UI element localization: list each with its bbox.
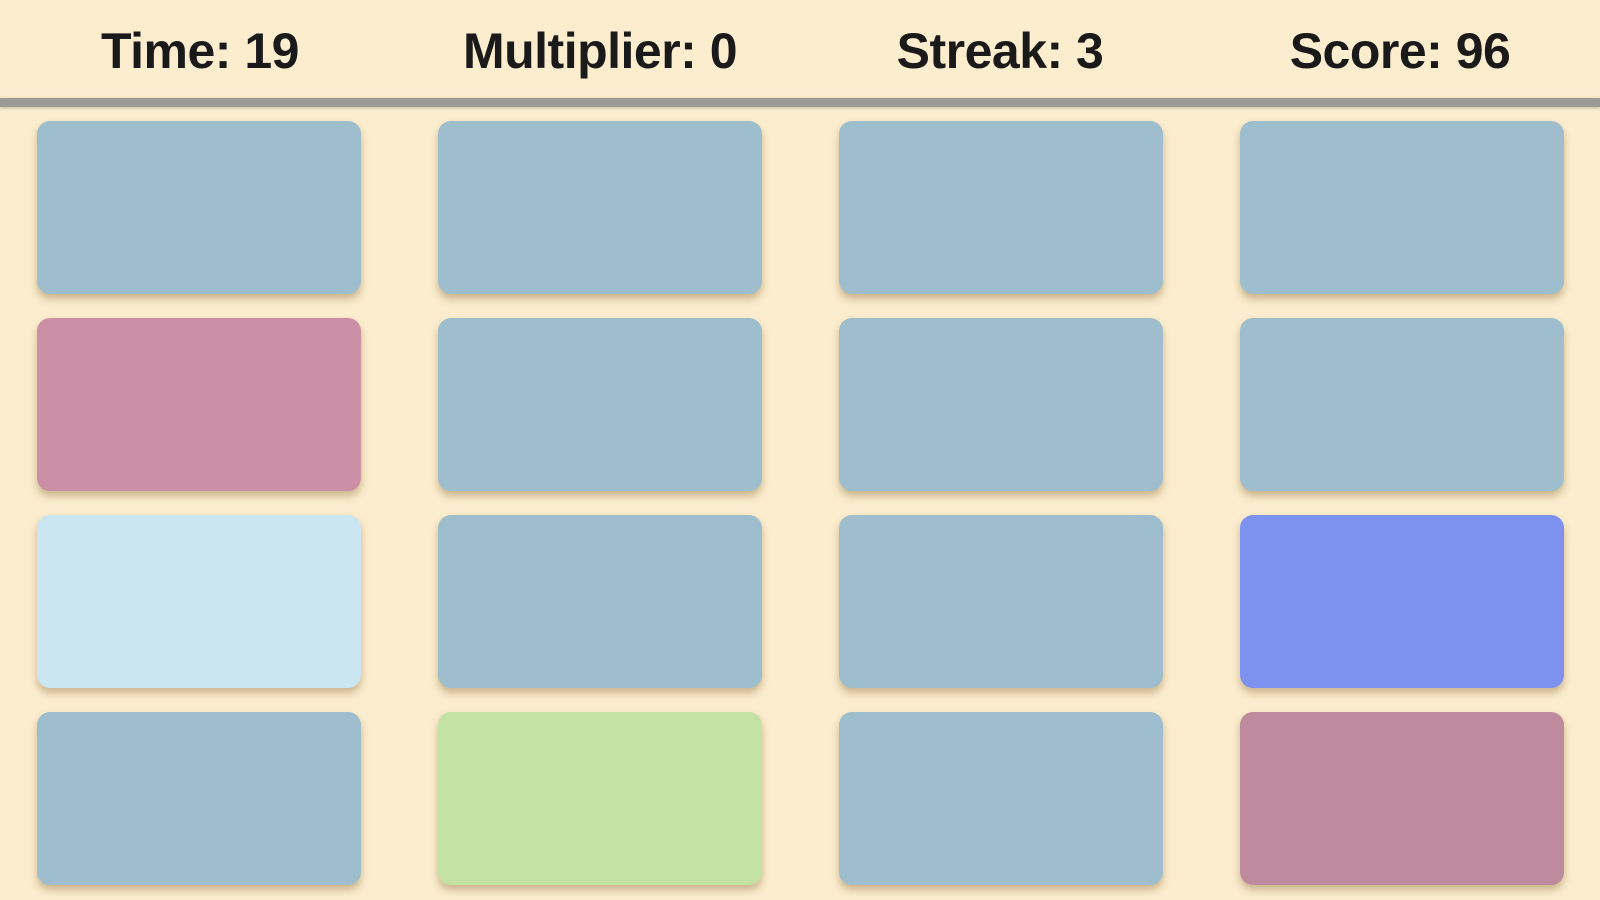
tile-r1c2[interactable] [438,121,762,294]
tile-r1c1[interactable] [37,121,361,294]
tile-r3c3[interactable] [839,515,1163,688]
stat-multiplier: Multiplier: 0 [462,23,738,79]
tile-r4c2[interactable] [438,712,762,885]
tile-board [0,107,1600,885]
tile-r4c4[interactable] [1240,712,1564,885]
tile-r3c1[interactable] [37,515,361,688]
header-divider [0,98,1600,107]
tile-r3c2[interactable] [438,515,762,688]
tile-r1c3[interactable] [839,121,1163,294]
tile-r2c4[interactable] [1240,318,1564,491]
tile-r3c4[interactable] [1240,515,1564,688]
stat-streak: Streak: 3 [896,23,1104,79]
tile-r4c1[interactable] [37,712,361,885]
tile-r1c4[interactable] [1240,121,1564,294]
tile-r2c1[interactable] [37,318,361,491]
tile-r4c3[interactable] [839,712,1163,885]
stat-score: Score: 96 [1289,23,1511,79]
stats-header: Time: 19 Multiplier: 0 Streak: 3 Score: … [0,0,1600,98]
tile-r2c2[interactable] [438,318,762,491]
stat-time: Time: 19 [101,23,299,79]
tile-r2c3[interactable] [839,318,1163,491]
